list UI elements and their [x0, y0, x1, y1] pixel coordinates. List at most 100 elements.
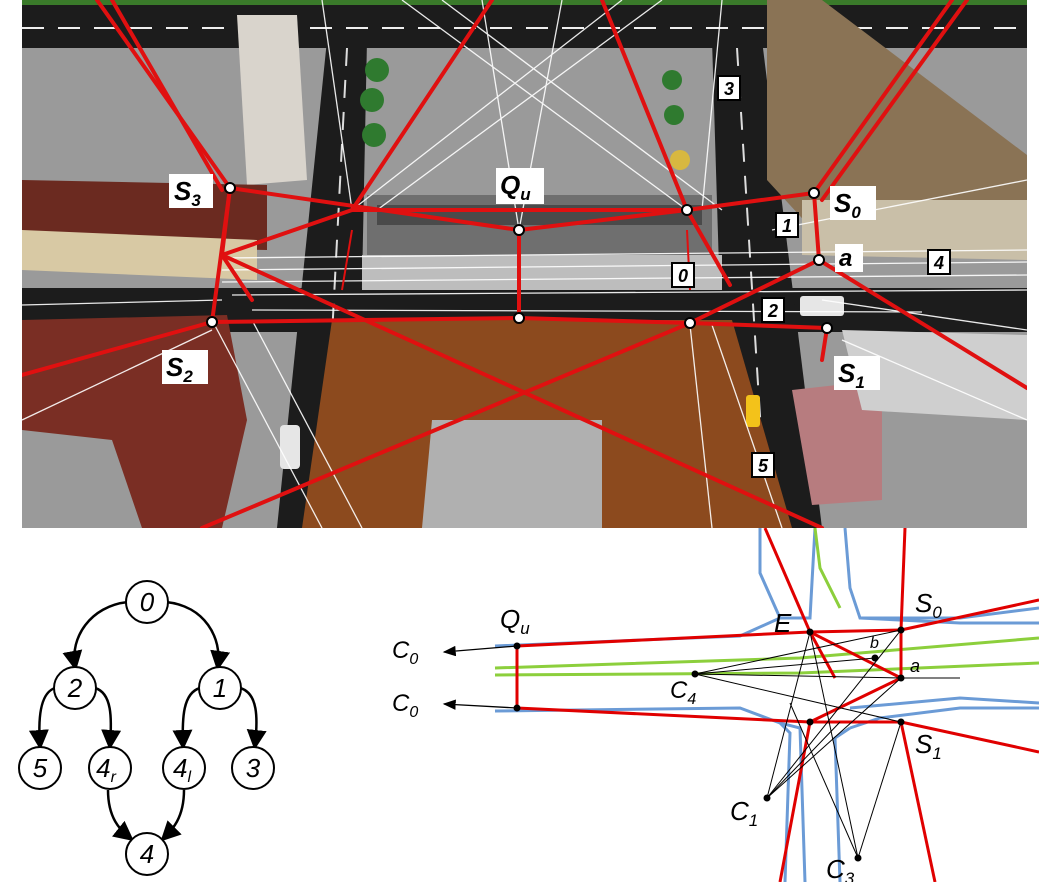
label-a: a — [835, 244, 863, 272]
svg-text:S2: S2 — [166, 352, 193, 386]
point-qu-bottom — [513, 704, 521, 712]
tree-node-1 — [198, 666, 242, 710]
tree-label-4: 4 — [140, 839, 154, 869]
street-box-2: 2 — [761, 297, 785, 323]
vertex-a — [813, 254, 825, 266]
edge-0-1 — [165, 600, 231, 671]
tree-label-4r: 4r — [96, 753, 116, 786]
tree-node-3 — [231, 746, 275, 790]
street-box-1: 1 — [775, 212, 799, 238]
edge-0-2 — [62, 600, 129, 671]
tree-node-circles — [18, 580, 275, 876]
label-e: E — [774, 608, 792, 638]
svg-text:0: 0 — [678, 266, 688, 286]
edge-2-4r — [94, 686, 122, 750]
tree-node-5 — [18, 746, 62, 790]
tree-node-4l — [162, 746, 206, 790]
street-number-boxes: 0 1 2 3 4 5 — [671, 75, 951, 478]
point-s0 — [897, 626, 905, 634]
aerial-city-view: S3 Qu S0 a S2 S1 0 1 — [22, 0, 1027, 528]
tree — [662, 70, 682, 90]
svg-text:3: 3 — [724, 79, 734, 99]
tree — [360, 88, 384, 112]
tree-label-4l: 4l — [173, 753, 191, 786]
bottom-courtyard — [422, 420, 602, 528]
label-a: a — [910, 656, 920, 676]
svg-text:2: 2 — [767, 301, 778, 321]
vertex-bottom-center — [513, 312, 525, 324]
tree-label-0: 0 — [140, 587, 155, 617]
arrow-c0-top — [442, 645, 518, 657]
green-corridor-lines — [494, 528, 1039, 677]
street-box-4: 4 — [927, 249, 951, 275]
vertex-s3 — [224, 182, 236, 194]
tree-node-0 — [125, 580, 169, 624]
svg-text:5: 5 — [758, 456, 769, 476]
blue-street-outlines — [494, 528, 1039, 882]
yellow-taxi — [746, 395, 760, 427]
svg-text:1: 1 — [782, 216, 792, 236]
tree-label-1: 1 — [213, 673, 227, 703]
svg-text:S3: S3 — [174, 176, 201, 210]
edge-4l-4 — [160, 789, 186, 842]
right-bottom-building — [792, 380, 882, 505]
tree-node-4 — [125, 832, 169, 876]
vertex-markers — [206, 182, 833, 334]
label-s1: S1 — [915, 729, 942, 763]
tree-label-5: 5 — [33, 753, 48, 783]
point-s1 — [897, 718, 905, 726]
tree-edges — [28, 600, 267, 842]
vertex-s2 — [206, 316, 218, 328]
svg-text:S0: S0 — [834, 188, 861, 222]
tree-label-3: 3 — [246, 753, 261, 783]
label-s3: S3 — [169, 174, 213, 210]
street-box-3: 3 — [717, 75, 741, 101]
label-qu: Qu — [496, 168, 544, 204]
schematic-points — [513, 626, 905, 862]
street-box-0: 0 — [671, 262, 695, 288]
c0-arrows — [442, 645, 518, 710]
vertex-s1 — [821, 322, 833, 334]
tree — [362, 123, 386, 147]
schematic-labels: Qu C0 C0 C4 E b S0 a S1 C1 C3 — [392, 588, 942, 882]
top-grass-strip — [22, 0, 1027, 5]
tree-label-2: 2 — [67, 673, 83, 703]
edge-4r-4 — [106, 789, 134, 842]
svg-text:Qu: Qu — [500, 170, 531, 204]
black-sight-lines — [694, 629, 960, 859]
label-c0-bottom: C0 — [392, 690, 418, 721]
red-visibility-lines — [22, 0, 1027, 528]
label-c3: C3 — [826, 854, 855, 882]
white-van-crossing — [800, 296, 844, 316]
vertex-upper-right — [681, 204, 693, 216]
white-van — [280, 425, 300, 469]
edge-1-4l — [172, 686, 201, 750]
label-qu: Qu — [500, 604, 530, 638]
point-c3 — [854, 854, 862, 862]
point-b — [871, 654, 879, 662]
schematic-diagram: Qu C0 C0 C4 E b S0 a S1 C1 C3 — [392, 528, 1039, 882]
red-boundaries — [515, 528, 1039, 882]
edge-1-3 — [239, 686, 267, 750]
point-c1 — [763, 794, 771, 802]
tree-node-4r — [88, 746, 132, 790]
label-s1: S1 — [834, 356, 880, 392]
label-b: b — [870, 635, 879, 652]
vertex-qu — [513, 224, 525, 236]
top-road — [22, 0, 1027, 48]
label-c0-top: C0 — [392, 637, 418, 668]
label-c4: C4 — [670, 677, 696, 708]
label-s0: S0 — [915, 588, 942, 622]
point-inner-bottom-left — [806, 718, 814, 726]
right-grey-building — [842, 330, 1027, 420]
point-qu-top — [513, 642, 521, 650]
plaza-steps — [362, 255, 722, 290]
tree-node-2 — [53, 666, 97, 710]
white-tower-building — [237, 15, 307, 185]
svg-text:S1: S1 — [838, 358, 865, 392]
left-facade-row — [22, 230, 257, 280]
kiosk — [670, 150, 690, 170]
vertex-bottom-right — [684, 317, 696, 329]
street-box-5: 5 — [751, 452, 775, 478]
vertex-s0 — [808, 187, 820, 199]
